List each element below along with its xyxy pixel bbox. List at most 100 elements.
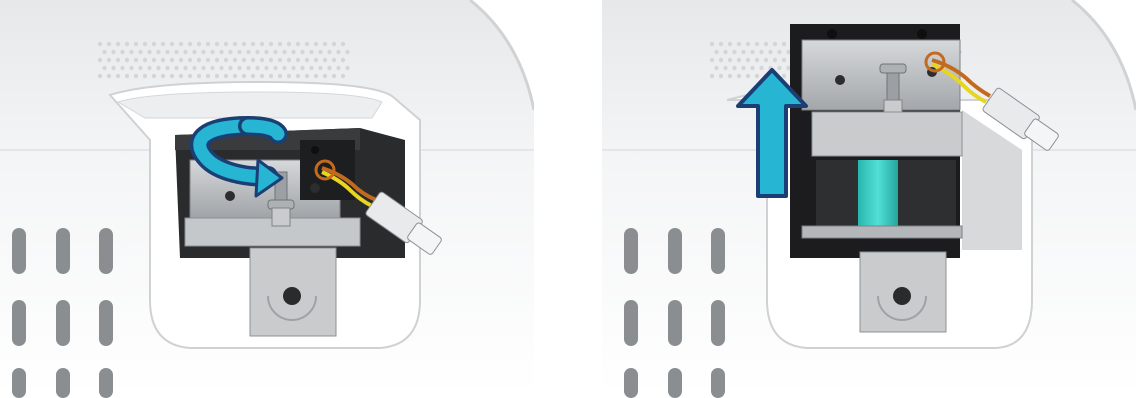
vent-dot [314, 42, 318, 46]
vent-dot [233, 58, 237, 62]
vent-dot [156, 50, 160, 54]
vent-dot [143, 42, 147, 46]
vent-dot [179, 42, 183, 46]
vent-dot [260, 42, 264, 46]
vent-dot [777, 66, 781, 70]
step-2-illustration [602, 0, 1136, 398]
vent-dot [206, 42, 210, 46]
vent-dot [116, 58, 120, 62]
vent-dot [341, 58, 345, 62]
vent-dot [278, 58, 282, 62]
vent-dot [210, 50, 214, 54]
vent-dot [98, 42, 102, 46]
vent-dot [138, 50, 142, 54]
vent-dot [345, 66, 349, 70]
vent-dot [125, 58, 129, 62]
vent-dot [741, 66, 745, 70]
vent-dot [116, 74, 120, 78]
vent-dot [768, 50, 772, 54]
vent-dot [750, 50, 754, 54]
vent-dot [197, 58, 201, 62]
vent-dot [273, 66, 277, 70]
vent-dot [170, 74, 174, 78]
step-2-panel [602, 0, 1136, 398]
vent-dot [102, 66, 106, 70]
vent-dot [120, 66, 124, 70]
vent-dot [98, 74, 102, 78]
vent-dot [111, 66, 115, 70]
vent-dot [291, 66, 295, 70]
vent-dot [755, 42, 759, 46]
vent-dot [107, 74, 111, 78]
vent-dot [341, 42, 345, 46]
vent-dot [201, 50, 205, 54]
vent-dot [296, 42, 300, 46]
vent-dot [782, 58, 786, 62]
vent-dot [219, 50, 223, 54]
bracket-tab [860, 252, 946, 332]
vent-dot [192, 66, 196, 70]
vent-dot [728, 58, 732, 62]
vent-dot [183, 66, 187, 70]
vent-dot [287, 74, 291, 78]
vent-dot [237, 50, 241, 54]
vent-dot [260, 74, 264, 78]
vent-dot [710, 74, 714, 78]
vent-dot [305, 42, 309, 46]
vent-dot [341, 74, 345, 78]
vent-dot [125, 42, 129, 46]
vent-dot [723, 50, 727, 54]
vent-dot [309, 66, 313, 70]
vent-dot [345, 50, 349, 54]
vent-dot [269, 42, 273, 46]
vent-dot [314, 74, 318, 78]
vent-dot [282, 50, 286, 54]
vent-dot [255, 50, 259, 54]
vent-dot [147, 50, 151, 54]
vent-dot [777, 50, 781, 54]
vent-dot [251, 58, 255, 62]
vent-dot [156, 66, 160, 70]
vent-dot [714, 50, 718, 54]
vent-dot [755, 74, 759, 78]
vent-dot [219, 66, 223, 70]
vent-dot [197, 42, 201, 46]
vent-dot [215, 74, 219, 78]
vent-dot [228, 66, 232, 70]
vent-dot [336, 50, 340, 54]
step-1-illustration [0, 0, 534, 398]
vent-dot [192, 50, 196, 54]
vent-dot [287, 42, 291, 46]
vent-dot [782, 74, 786, 78]
vent-dot [224, 74, 228, 78]
vent-dot [710, 58, 714, 62]
vent-dot [129, 66, 133, 70]
vent-dot [179, 74, 183, 78]
vent-dot [134, 42, 138, 46]
vent-dot [143, 74, 147, 78]
vent-dot [215, 58, 219, 62]
vent-dot [296, 58, 300, 62]
vent-dot [737, 74, 741, 78]
vent-dot [224, 42, 228, 46]
vent-dot [260, 58, 264, 62]
vent-dot [773, 58, 777, 62]
vent-dot [264, 66, 268, 70]
vent-dot [737, 42, 741, 46]
vent-dot [170, 58, 174, 62]
vent-dot [170, 42, 174, 46]
vent-dot [728, 42, 732, 46]
vent-dot [134, 74, 138, 78]
vent-dot [764, 58, 768, 62]
vent-dot [183, 50, 187, 54]
vent-dot [242, 42, 246, 46]
vent-dot [107, 42, 111, 46]
vent-dot [206, 58, 210, 62]
vent-dot [129, 50, 133, 54]
vent-dot [332, 58, 336, 62]
vent-dot [323, 74, 327, 78]
vent-dot [278, 74, 282, 78]
vent-dot [138, 66, 142, 70]
vent-dot [111, 50, 115, 54]
vent-dot [327, 66, 331, 70]
